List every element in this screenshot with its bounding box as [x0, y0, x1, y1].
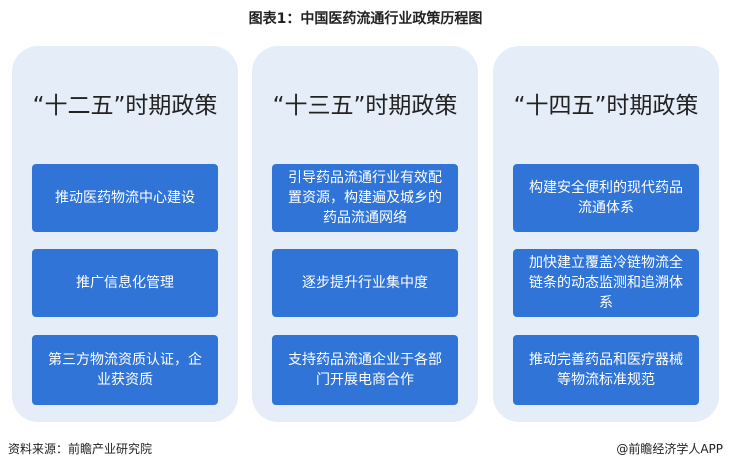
policy-box: 构建安全便利的现代药品流通体系	[513, 164, 699, 232]
policy-box: 推动医药物流中心建设	[32, 164, 218, 232]
brand-credit: @前瞻经济学人APP	[616, 442, 723, 456]
policy-box: 推动完善药品和医疗器械等物流标准规范	[513, 335, 699, 405]
source-note: 资料来源：前瞻产业研究院	[8, 442, 153, 456]
panel-13th-five-year: “十三五”时期政策 引导药品流通行业有效配置资源，构建遍及城乡的药品流通网络 逐…	[252, 46, 478, 422]
panel-heading: “十四五”时期政策	[513, 93, 699, 119]
panel-12th-five-year: “十二五”时期政策 推动医药物流中心建设 推广信息化管理 第三方物流资质认证，企…	[12, 46, 238, 422]
policy-box: 第三方物流资质认证，企业获资质	[32, 335, 218, 405]
panel-heading: “十二五”时期政策	[32, 93, 218, 119]
panel-14th-five-year: “十四五”时期政策 构建安全便利的现代药品流通体系 加快建立覆盖冷链物流全链条的…	[493, 46, 719, 422]
policy-box: 推广信息化管理	[32, 249, 218, 317]
policy-box: 逐步提升行业集中度	[272, 249, 458, 317]
chart-title: 图表1：中国医药流通行业政策历程图	[248, 11, 483, 27]
policy-box: 支持药品流通企业于各部门开展电商合作	[272, 335, 458, 405]
policy-box: 加快建立覆盖冷链物流全链条的动态监测和追溯体系	[513, 249, 699, 317]
panel-heading: “十三五”时期政策	[272, 93, 458, 119]
policy-box: 引导药品流通行业有效配置资源，构建遍及城乡的药品流通网络	[272, 164, 458, 232]
